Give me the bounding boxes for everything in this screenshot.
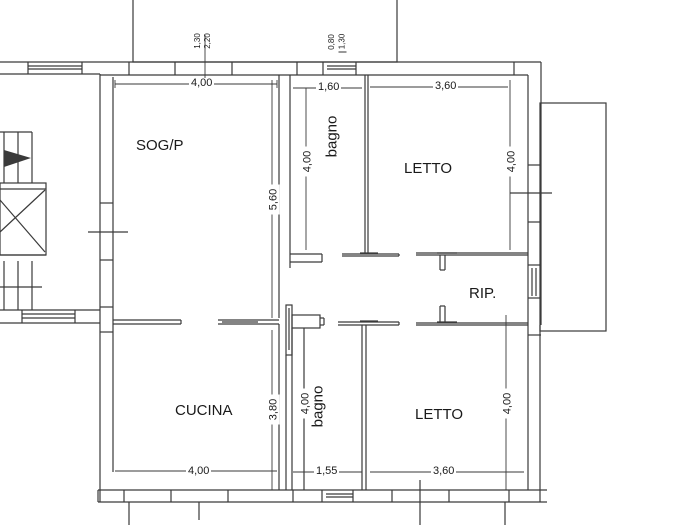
top-terrace bbox=[132, 0, 398, 63]
room-label-hall: RIP. bbox=[469, 285, 497, 302]
elevator-cross-icon bbox=[0, 199, 46, 253]
dim-bed-bottom-height: 4,00 bbox=[502, 388, 514, 419]
room-label-kitchen: CUCINA bbox=[175, 402, 233, 419]
dim-bed-top-width: 3,60 bbox=[433, 80, 459, 92]
dim-kitchen-height: 3,80 bbox=[268, 394, 280, 425]
dim-bath-bottom-width: 1,55 bbox=[314, 465, 340, 477]
dim-bath-bottom-height: 4,00 bbox=[300, 388, 312, 419]
outer-walls bbox=[0, 61, 552, 525]
room-label-bedroom-bottom: LETTO bbox=[415, 406, 464, 423]
dim-bath-top-height: 4,00 bbox=[302, 146, 314, 177]
dim-living-height: 5,60 bbox=[268, 184, 280, 215]
room-label-bath-top: bagno bbox=[323, 115, 341, 158]
dim-kitchen-width: 4,00 bbox=[186, 465, 212, 477]
dim-bed-top-height: 4,00 bbox=[506, 146, 518, 177]
window-note-2-top: 0,80 bbox=[327, 34, 336, 50]
room-label-bath-bottom: bagno bbox=[309, 385, 327, 428]
dim-living-width: 4,00 bbox=[189, 77, 215, 89]
window-note-1-bottom: 2,20 bbox=[203, 33, 212, 49]
window-note-1-top: 1,30 bbox=[193, 33, 202, 49]
dim-bed-bottom-width: 3,60 bbox=[431, 465, 457, 477]
right-balcony bbox=[539, 102, 607, 332]
room-label-bedroom-top: LETTO bbox=[404, 160, 453, 177]
dim-bath-top-width: 1,60 bbox=[316, 81, 342, 93]
stair-arrow-icon bbox=[4, 150, 31, 167]
stairwell bbox=[0, 131, 100, 324]
room-label-living: SOG/P bbox=[136, 137, 184, 154]
window-note-2-bottom: 1,30 bbox=[338, 31, 347, 53]
